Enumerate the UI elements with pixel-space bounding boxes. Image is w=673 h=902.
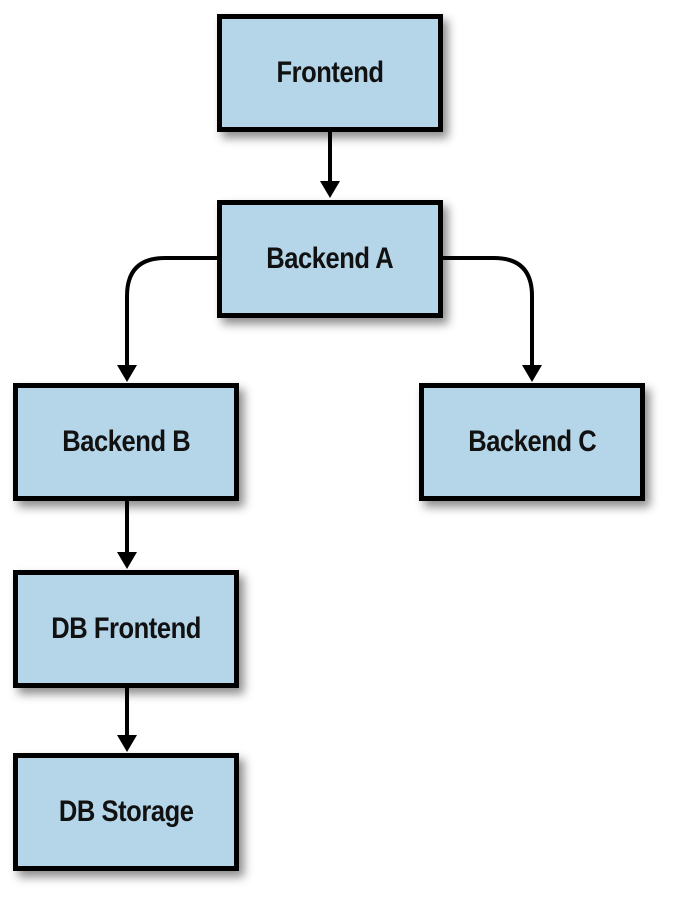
arrow-backend-b-to-db-frontend — [117, 501, 137, 569]
arrow-db-frontend-to-db-storage — [117, 688, 137, 752]
node-backend-b: Backend B — [13, 383, 239, 501]
node-backend-a: Backend A — [217, 200, 443, 318]
arrow-frontend-to-backend-a — [320, 132, 340, 198]
node-backend-c: Backend C — [419, 383, 645, 501]
node-db-frontend: DB Frontend — [13, 570, 239, 688]
node-db-frontend-label: DB Frontend — [51, 612, 201, 645]
node-db-storage-label: DB Storage — [58, 795, 194, 828]
node-frontend: Frontend — [217, 14, 443, 132]
node-frontend-label: Frontend — [276, 56, 384, 89]
node-backend-a-label: Backend A — [266, 242, 394, 275]
node-backend-b-label: Backend B — [62, 425, 190, 458]
node-backend-c-label: Backend C — [468, 425, 596, 458]
arrow-backend-a-to-backend-c — [443, 256, 542, 382]
arrow-backend-a-to-backend-b — [117, 256, 217, 382]
node-db-storage: DB Storage — [13, 753, 239, 871]
